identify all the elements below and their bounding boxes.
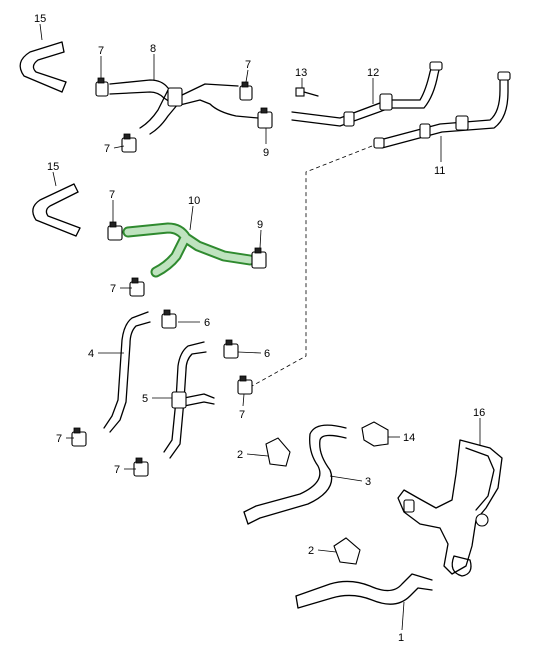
hose-3[interactable]: [243, 424, 347, 525]
hose-1[interactable]: [295, 573, 433, 609]
callout-15-mid: 15: [47, 161, 59, 173]
callout-7-top-low: 7: [104, 143, 110, 155]
callout-15-top: 15: [34, 13, 46, 25]
callout-7-hose4-bottom: 7: [56, 433, 62, 445]
callout-10: 10: [188, 195, 200, 207]
callout-16: 16: [473, 407, 485, 419]
callouts: 15 7 8 7 13 12 9 7 11 15 7 10 9 7 6 6 4 …: [34, 13, 485, 644]
callout-3: 3: [365, 476, 371, 488]
bracket-16[interactable]: [397, 439, 503, 577]
connection-dashed-line: [251, 145, 373, 387]
callout-7-top-mid: 7: [245, 59, 251, 71]
clamp-7-top-low[interactable]: [121, 133, 137, 153]
callout-7-top-left: 7: [98, 45, 104, 57]
callout-9-mid: 9: [257, 219, 263, 231]
bolt-13[interactable]: [295, 87, 319, 97]
hose-15-mid[interactable]: [32, 183, 81, 237]
callout-12: 12: [367, 67, 379, 79]
clamp-2-lower[interactable]: [333, 537, 361, 565]
callout-7-hose5-bottom: 7: [114, 464, 120, 476]
callout-1: 1: [398, 632, 404, 644]
hose-8[interactable]: [109, 79, 259, 135]
callout-6-upper: 6: [204, 317, 210, 329]
hose-10-highlighted[interactable]: [122, 222, 256, 278]
callout-11: 11: [434, 165, 445, 177]
callout-13: 13: [295, 67, 307, 79]
callout-8: 8: [150, 43, 156, 55]
hose-5[interactable]: [163, 341, 215, 459]
pipe-12[interactable]: [291, 61, 443, 127]
callout-7-mid-left: 7: [109, 189, 115, 201]
callout-7-mid-low: 7: [110, 283, 116, 295]
clamp-7-mid-left[interactable]: [107, 221, 123, 241]
callout-2-upper: 2: [237, 449, 243, 461]
clamp-6-upper[interactable]: [161, 309, 177, 329]
clamp-7-hose4-bottom[interactable]: [71, 427, 87, 447]
clamp-14[interactable]: [361, 421, 389, 447]
clamp-9-top[interactable]: [257, 107, 273, 129]
callout-2-lower: 2: [308, 545, 314, 557]
hose-4[interactable]: [103, 311, 151, 433]
callout-6-lower: 6: [264, 348, 270, 360]
clamp-2-upper[interactable]: [265, 437, 291, 467]
callout-5: 5: [142, 393, 148, 405]
hose-15-top[interactable]: [19, 41, 67, 93]
pipe-11[interactable]: [373, 71, 511, 149]
clamp-7-mid-low[interactable]: [129, 277, 145, 297]
clamp-7-hose5-bottom[interactable]: [133, 457, 149, 477]
callout-14: 14: [403, 432, 415, 444]
clamp-7-top-mid[interactable]: [239, 81, 253, 101]
clamp-7-top-left[interactable]: [95, 77, 109, 97]
clamp-9-mid[interactable]: [251, 247, 267, 269]
callout-4: 4: [88, 348, 94, 360]
clamp-7-hose5-right[interactable]: [237, 375, 253, 395]
leader-lines: [39, 23, 481, 631]
callout-7-hose5-right: 7: [239, 409, 245, 421]
callout-9-top: 9: [263, 147, 269, 159]
clamp-6-lower[interactable]: [223, 339, 239, 359]
